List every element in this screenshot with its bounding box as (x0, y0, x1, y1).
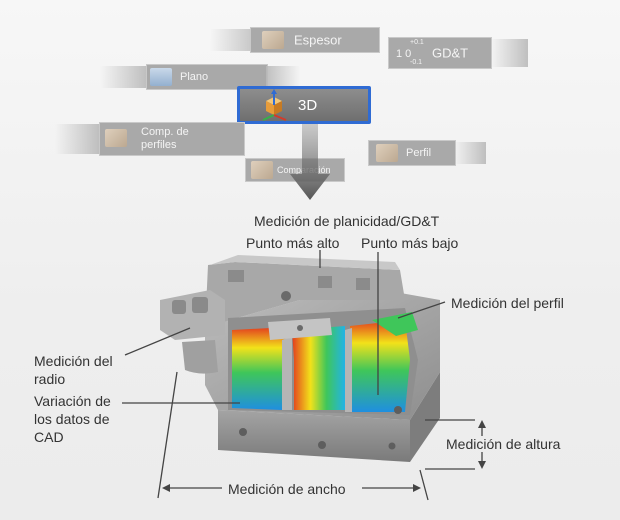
left-pocket-2 (192, 297, 208, 313)
part-right-face (410, 372, 440, 462)
label-cad-line2: los datos de (34, 411, 110, 427)
comp-perfiles-line2: perfiles (141, 139, 177, 151)
mode-button-perfil[interactable]: Perfil (368, 140, 486, 166)
radius-ledge (182, 340, 218, 374)
comp-perfiles-line1: Comp. de (141, 126, 189, 138)
label-ancho: Medición de ancho (228, 481, 346, 497)
arrowhead-ancho-left (162, 484, 170, 492)
mode-button-comp-perfiles[interactable]: Comp. de perfiles (55, 122, 245, 156)
leader-perfil (397, 301, 446, 319)
ancho-left-extension (157, 371, 178, 499)
mode-label-perfil: Perfil (406, 147, 432, 159)
gdt-tol-lower: -0.1 (410, 59, 423, 66)
part-back-wall-top (210, 255, 400, 270)
compare-scale-icon (251, 161, 273, 179)
part-back-wall (205, 262, 405, 330)
label-planicidad: Medición de planicidad/GD&T (254, 213, 440, 229)
arrow-down-icon (290, 124, 330, 200)
left-pocket-1 (172, 300, 186, 314)
plane-icon (150, 68, 172, 86)
front-hole-1 (239, 428, 247, 436)
label-cad-line1: Variación de (34, 393, 111, 409)
part-front-face (218, 410, 410, 462)
leader-radio (124, 327, 191, 356)
front-hole-3 (388, 442, 396, 450)
arrowhead-ancho-right (413, 484, 421, 492)
ancho-right-extension (419, 469, 429, 501)
mode-label-plano: Plano (180, 71, 209, 83)
arrowhead-altura-down (478, 461, 486, 469)
heatmap-pocket-mid (292, 326, 345, 410)
mode-label-comp-perfiles: Comp. de perfiles (141, 126, 189, 152)
boss-hole (297, 325, 303, 331)
mode-button-plano[interactable]: Plano (100, 64, 300, 90)
left-step-block (160, 290, 225, 340)
thickness-icon (262, 31, 284, 49)
rib-right (345, 328, 352, 412)
label-radio-line1: Medición del (34, 353, 113, 369)
annotation-lines (122, 250, 483, 501)
label-radio-line2: radio (34, 371, 66, 387)
label-cad: Variación de los datos de CAD (34, 392, 111, 446)
mode-label-3d: 3D (298, 97, 318, 114)
label-altura: Medición de altura (446, 436, 561, 452)
mode-label-espesor: Espesor (294, 32, 342, 48)
arrowhead-altura-up (478, 420, 486, 428)
rib-left (282, 336, 292, 410)
label-punto-alto: Punto más alto (246, 235, 340, 251)
heatmap-pocket-right (350, 320, 410, 412)
mode-button-espesor[interactable]: Espesor (210, 27, 380, 53)
mode-label-gdt: GD&T (432, 45, 469, 61)
front-hole-2 (318, 441, 326, 449)
label-punto-bajo: Punto más bajo (361, 235, 459, 251)
label-radio: Medición del radio (34, 352, 113, 388)
heatmap-profile-edge (372, 312, 418, 336)
mode-button-gdt[interactable]: +0.1 1 0 -0.1 GD&T (388, 37, 528, 69)
cube-axes-icon (262, 89, 287, 121)
back-notch-3 (356, 278, 370, 290)
back-notch-1 (228, 270, 244, 282)
top-hole (281, 291, 291, 301)
back-notch-2 (318, 276, 332, 288)
profile-compare-icon (105, 129, 127, 147)
gdt-tol-nominal: 1 0 (396, 48, 412, 60)
profile-icon (376, 144, 398, 162)
label-perfil: Medición del perfil (451, 295, 564, 311)
arrowheads (162, 420, 486, 492)
label-cad-line3: CAD (34, 429, 64, 445)
gdt-tol-upper: +0.1 (410, 39, 424, 46)
heatmap-pocket-left (232, 327, 290, 410)
pocket-hole (394, 406, 402, 414)
mode-button-3d-selected[interactable]: 3D (237, 86, 371, 124)
